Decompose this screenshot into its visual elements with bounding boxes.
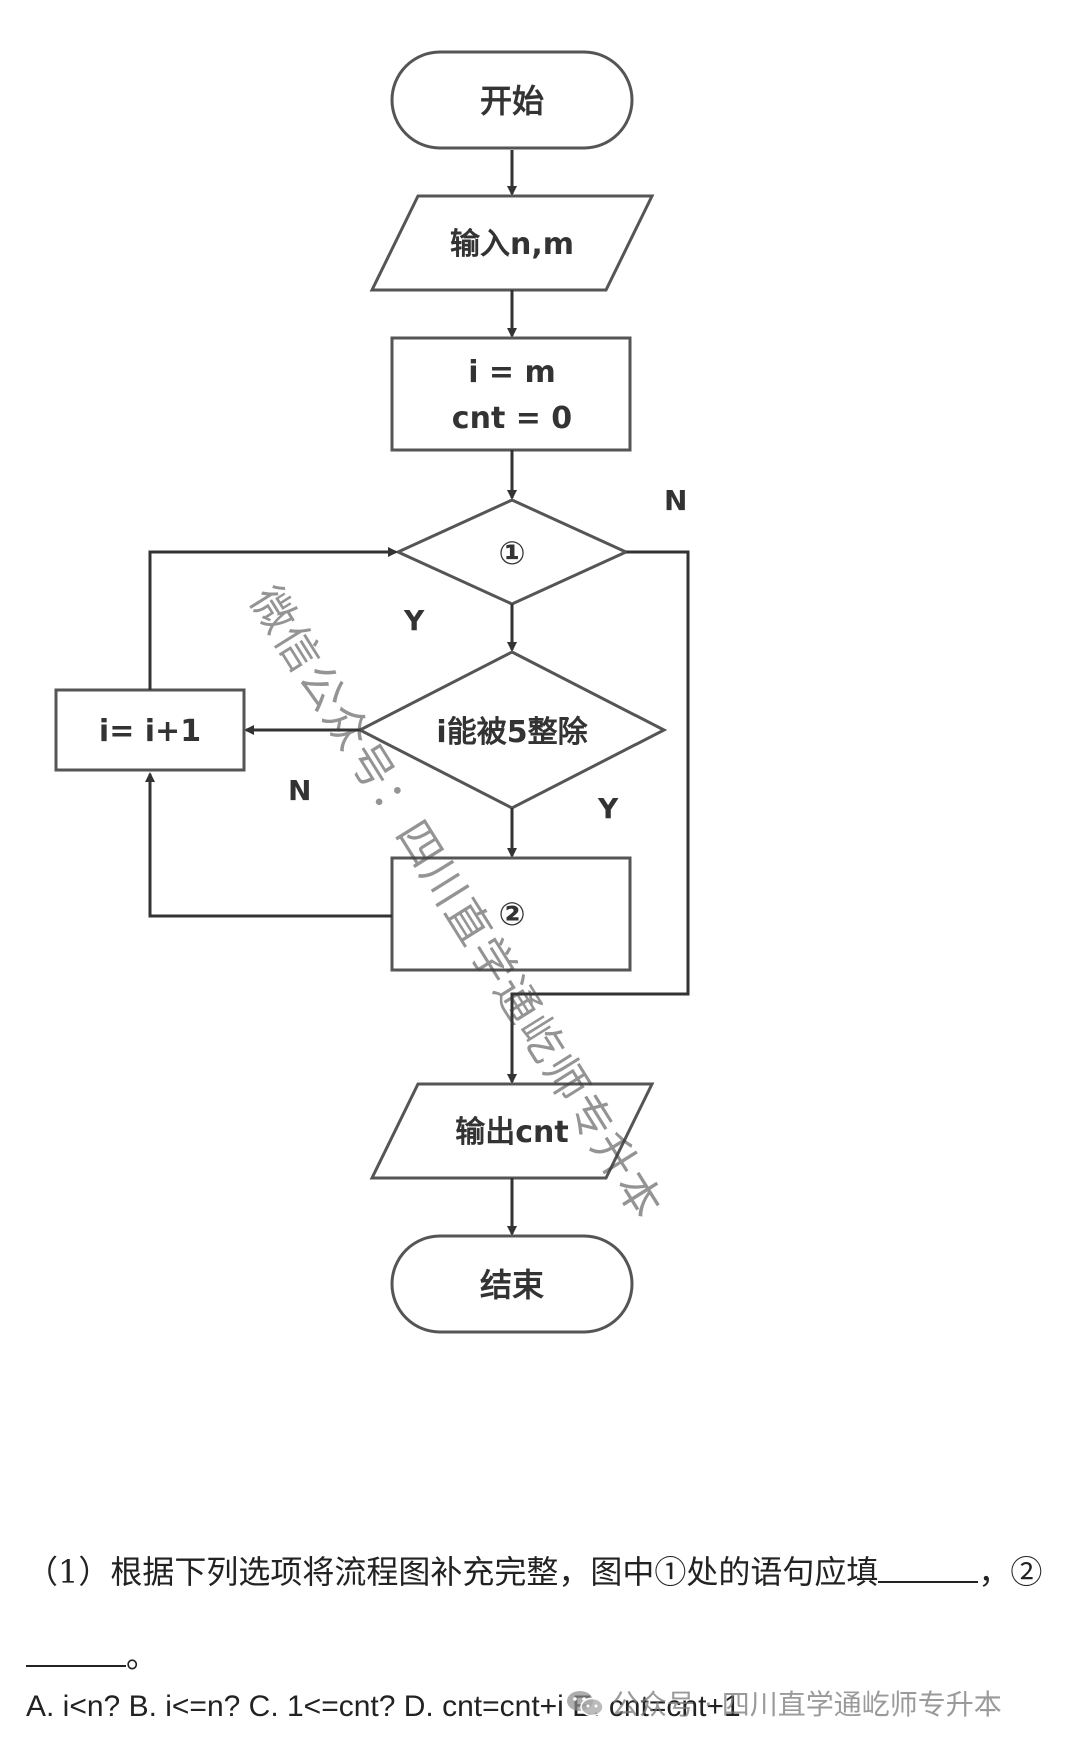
condition2-label: i能被5整除 (436, 715, 588, 750)
answer-blank-2[interactable] (26, 1635, 126, 1667)
wechat-icon (567, 1691, 604, 1717)
flowchart: 开始 输入n,m i = m cnt = 0 ① Y N i能被5整除 N Y … (54, 50, 690, 1334)
question-part2: ，② (978, 1553, 1043, 1591)
condition1-no-label: N (664, 484, 687, 517)
end-node (390, 1234, 634, 1334)
step2-node (390, 856, 632, 972)
init-label-line1: i = m (468, 355, 556, 390)
end-label: 结束 (480, 1266, 544, 1304)
output-label: 输出cnt (455, 1115, 568, 1150)
init-node (390, 336, 632, 452)
question-part3: 。 (126, 1637, 159, 1675)
start-node (390, 50, 634, 150)
start-label: 开始 (480, 82, 544, 120)
condition2-no-label: N (288, 774, 311, 807)
input-node (369, 194, 655, 292)
condition1-label: ① (498, 534, 525, 572)
footer-watermark: 公众号 · 四川直学通屹师专升本 (565, 1683, 1002, 1723)
condition1-yes-label: Y (403, 604, 425, 637)
step2-label: ② (498, 895, 525, 933)
output-node (369, 1082, 655, 1180)
input-label: 输入n,m (450, 227, 574, 262)
footer-text: 公众号 · 四川直学通屹师专升本 (611, 1688, 1002, 1721)
answer-options: A. i<n? B. i<=n? C. 1<=cnt? D. cnt=cnt+i… (26, 1690, 741, 1723)
answer-blank-1[interactable] (878, 1551, 979, 1583)
question-part1: （1）根据下列选项将流程图补充完整，图中①处的语句应填 (26, 1553, 879, 1591)
condition2-yes-label: Y (597, 792, 619, 825)
init-label-line2: cnt = 0 (452, 401, 572, 436)
edge-increment-cond1 (148, 547, 398, 690)
question-text: （1）根据下列选项将流程图补充完整，图中①处的语句应填 ，② 。 (26, 1530, 1066, 1698)
edge-cond1-no (507, 550, 690, 1084)
edge-step2-increment (145, 772, 392, 918)
increment-label: i= i+1 (99, 714, 201, 749)
